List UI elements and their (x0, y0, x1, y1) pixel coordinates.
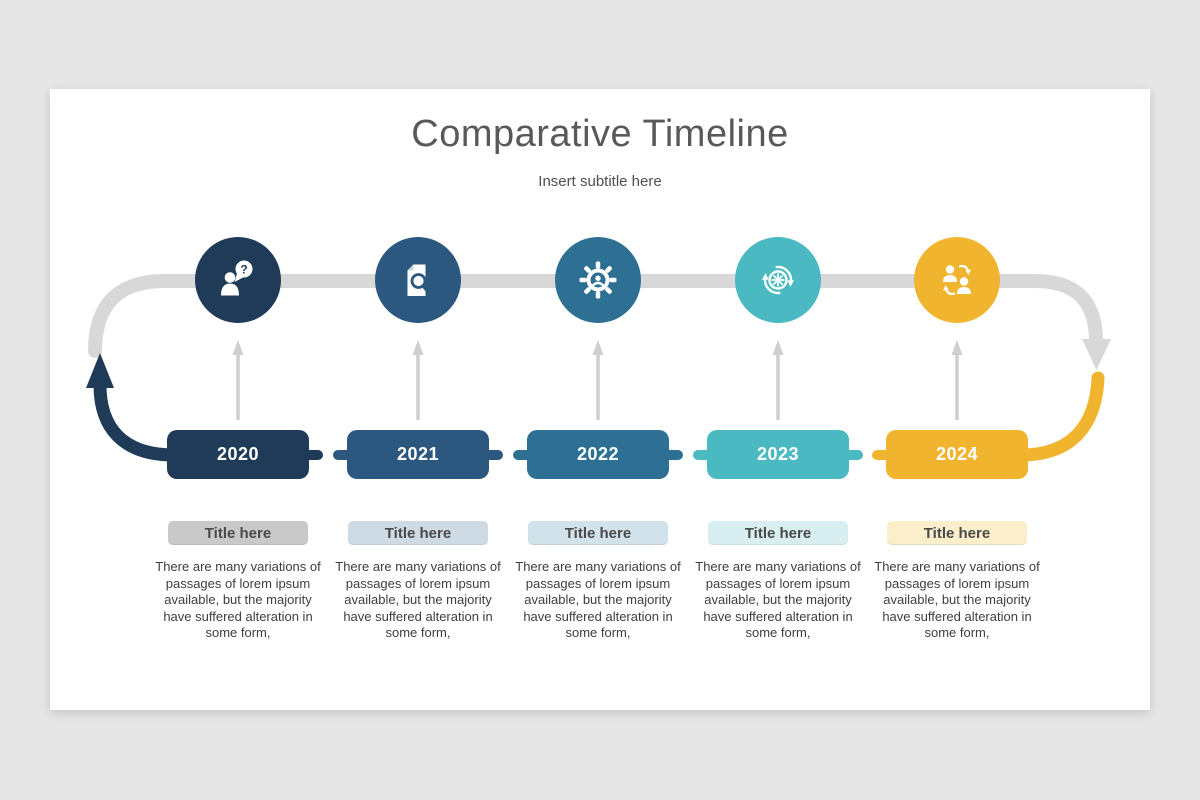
year-text: 2021 (396, 444, 440, 464)
milestone-circle-2020: ? (195, 237, 281, 323)
connector-arrowheads (232, 340, 963, 355)
people-swap-icon (943, 264, 971, 296)
start-arrowhead-icon (86, 353, 114, 388)
svg-text:?: ? (240, 262, 247, 276)
title-placeholder-2022: Title here (528, 521, 668, 545)
timeline-graphic (86, 274, 1111, 462)
milestone-circle-2024 (914, 237, 1000, 323)
connector-arrows (236, 353, 959, 420)
title-placeholder-2024: Title here (887, 521, 1027, 545)
milestone-circle-2022 (555, 237, 641, 323)
page-subtitle: Insert subtitle here (538, 173, 662, 190)
track-arrowhead-icon (1082, 339, 1111, 370)
timeline-track (88, 274, 1103, 358)
page-title: Comparative Timeline (411, 113, 789, 155)
document-search-icon (407, 264, 430, 296)
year-text: 2022 (576, 444, 620, 464)
description-2020: There are many variations of passages of… (155, 559, 321, 640)
year-badge-2021: 2021 (333, 430, 503, 479)
year-badge-2022: 2022 (513, 430, 683, 479)
end-curve (1014, 371, 1105, 462)
description-2024: There are many variations of passages of… (874, 559, 1040, 640)
year-badge-2023: 2023 (693, 430, 863, 479)
description-2021: There are many variations of passages of… (335, 559, 501, 640)
start-arrow (93, 378, 181, 462)
connector-arrowhead-icon (951, 340, 963, 355)
description-2022: There are many variations of passages of… (515, 559, 681, 640)
description-2023: There are many variations of passages of… (695, 559, 861, 640)
year-text: 2024 (935, 444, 979, 464)
connector-arrowhead-icon (772, 340, 784, 355)
year-badge-2024: 2024 (872, 430, 1042, 479)
milestone-circle-2023 (735, 237, 821, 323)
title-placeholder-2021: Title here (348, 521, 488, 545)
connector-arrowhead-icon (412, 340, 424, 355)
title-placeholder-2020: Title here (168, 521, 308, 545)
person-question-icon: ? (221, 260, 253, 296)
year-text: 2020 (216, 444, 260, 464)
slide: Comparative Timeline Insert subtitle her… (50, 89, 1150, 710)
clock-refresh-icon (762, 265, 794, 295)
connector-arrowhead-icon (232, 340, 244, 355)
year-text: 2023 (756, 444, 800, 464)
gear-person-icon (579, 261, 617, 299)
title-placeholder-2023: Title here (708, 521, 848, 545)
milestone-circle-2021 (375, 237, 461, 323)
connector-arrowhead-icon (592, 340, 604, 355)
year-badge-2020: 2020 (153, 430, 323, 479)
